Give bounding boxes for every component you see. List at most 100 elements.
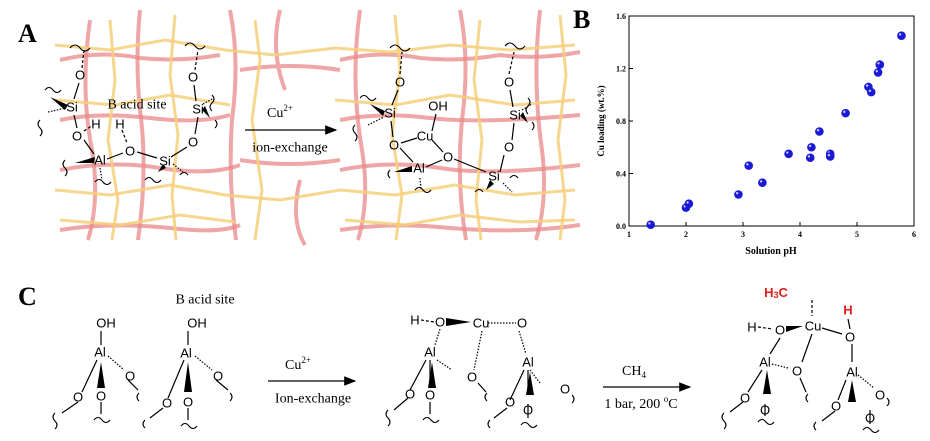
y-tick-label: 1.2 — [616, 65, 626, 74]
atom-o: O — [560, 382, 570, 397]
atom-h: H — [410, 313, 419, 328]
panel-label-a: A — [18, 19, 37, 48]
data-point — [807, 142, 816, 152]
x-tick-label: 1 — [627, 230, 631, 239]
arrow-top-label: Cu2+ — [267, 103, 293, 121]
atom-al: Al — [94, 153, 106, 168]
atom-o: O — [125, 144, 135, 159]
data-point — [825, 152, 835, 161]
x-tick-label: 3 — [741, 230, 745, 239]
data-point — [684, 199, 694, 208]
atom-o: O — [125, 369, 135, 384]
panel-c-structure-2: H O Cu O Al Al O O O O O O — [385, 313, 575, 429]
atom-o: O — [740, 391, 750, 406]
atom-al: Al — [522, 355, 534, 370]
data-point — [873, 68, 883, 77]
data-point — [805, 153, 815, 163]
atom-o: O — [517, 316, 527, 331]
arrow2-bottom-label: 1 bar, 200 oC — [604, 394, 677, 412]
y-tick-label: 0.8 — [616, 117, 626, 126]
atom-o: O — [523, 403, 533, 418]
arrow1-top-label: Cu2+ — [285, 355, 311, 373]
atom-o: O — [775, 323, 785, 338]
panel-label-c: C — [18, 282, 37, 311]
atom-o: O — [395, 75, 405, 90]
atom-o: O — [389, 138, 399, 153]
atom-o: O — [183, 395, 193, 410]
atom-al: Al — [424, 345, 436, 360]
y-tick-label: 0.4 — [616, 170, 626, 179]
data-point — [646, 220, 655, 229]
data-point — [866, 87, 876, 97]
atom-h-red: H — [843, 303, 852, 318]
atom-o: O — [504, 140, 514, 155]
data-point — [875, 60, 885, 69]
data-point — [784, 149, 793, 159]
arrow1-bottom-label: Ion-exchange — [275, 392, 351, 407]
x-tick-label: 6 — [912, 230, 916, 239]
atom-h: H — [91, 117, 100, 132]
atom-al: Al — [180, 346, 192, 361]
b-acid-site-label-c: B acid site — [175, 293, 234, 308]
atom-o: O — [188, 135, 198, 150]
x-tick-label: 4 — [798, 230, 802, 239]
methyl-group-label: H3C — [764, 285, 788, 301]
atom-o: O — [504, 75, 514, 90]
atom-oh: OH — [187, 316, 207, 331]
atom-o: O — [162, 396, 172, 411]
atom-cu: Cu — [473, 316, 490, 331]
atom-o: O — [213, 369, 223, 384]
y-tick-label: 0.0 — [616, 222, 626, 231]
atom-o: O — [75, 68, 85, 83]
arrow-bottom-label: ion-exchange — [252, 141, 327, 156]
y-tick-label: 1.6 — [616, 12, 626, 21]
data-point — [897, 31, 906, 40]
atom-cu: Cu — [805, 319, 822, 334]
panel-c-structure-3: H3C H H O Cu O Al Al O O O O O O — [721, 285, 890, 434]
atom-cu: Cu — [417, 129, 434, 144]
atom-o: O — [505, 395, 515, 410]
atom-o: O — [845, 330, 855, 345]
plot-frame — [628, 15, 915, 227]
x-tick-label: 5 — [855, 230, 859, 239]
atom-o: O — [467, 370, 477, 385]
atom-si: Si — [66, 100, 78, 115]
x-axis-label: Solution pH — [745, 246, 797, 257]
data-point — [841, 108, 850, 118]
atom-o: O — [405, 387, 415, 402]
atom-o: O — [425, 388, 435, 403]
atom-h: H — [747, 320, 756, 335]
atom-o: O — [760, 403, 770, 418]
zeolite-framework-background — [54, 9, 581, 247]
atom-o: O — [72, 129, 82, 144]
panel-c-structure-1: OH Al OH Al O O O O O O — [52, 316, 233, 430]
atom-o: O — [831, 399, 841, 414]
atom-oh: OH — [96, 316, 116, 331]
atom-al: Al — [413, 161, 425, 176]
data-point — [815, 127, 824, 136]
atom-o: O — [73, 390, 83, 405]
atom-o: O — [443, 150, 453, 165]
data-point — [758, 178, 767, 187]
atom-o: O — [865, 411, 875, 426]
atom-si: Si — [192, 102, 204, 117]
data-point — [744, 161, 753, 170]
b-acid-site-label: B acid site — [107, 98, 166, 113]
atom-si: Si — [488, 169, 500, 184]
arrow2-top-label: CH4 — [622, 364, 646, 381]
atom-o: O — [792, 364, 802, 379]
atom-al: Al — [846, 365, 858, 380]
atom-o: O — [96, 389, 106, 404]
atom-o: O — [435, 315, 445, 330]
atom-oh: OH — [428, 99, 448, 114]
atom-si: Si — [384, 106, 396, 121]
atom-si: Si — [159, 154, 171, 169]
atom-al: Al — [759, 355, 771, 370]
x-tick-label: 2 — [684, 230, 688, 239]
panel-a-left-structure: O Si B acid site H H O O Al Si O Si O — [37, 42, 218, 186]
atom-h: H — [115, 117, 124, 132]
atom-o: O — [875, 388, 885, 403]
data-point — [734, 190, 743, 199]
atom-al: Al — [94, 345, 106, 360]
